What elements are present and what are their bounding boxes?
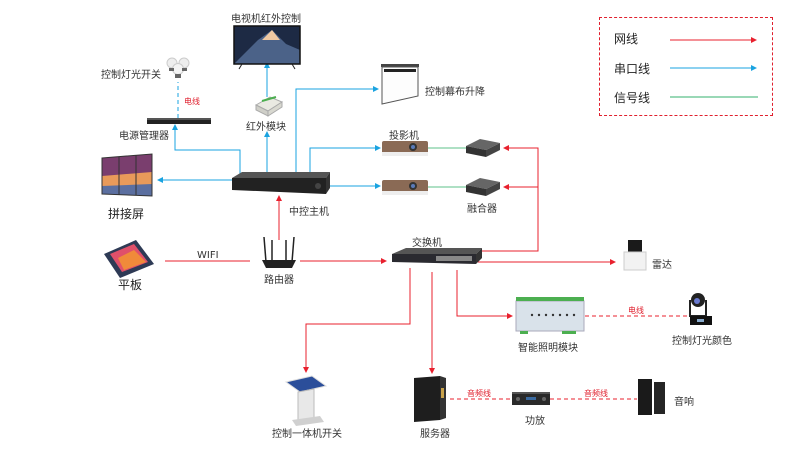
legend-label-serial: 串口线 [614,62,651,76]
label-kiosk: 控制一体机开关 [272,429,342,440]
network-switch-icon [392,248,482,264]
legend-label-network: 网线 [614,32,639,46]
label-video-wall: 拼接屏 [108,207,145,221]
label-screen: 控制幕布升降 [425,87,485,98]
edge-label-power-2: 电线 [628,306,644,315]
edge-label-wifi: WIFI [197,250,219,261]
ir-module-icon [254,96,284,117]
server-icon [414,376,446,422]
projector-icon-2 [382,180,428,195]
light-bulbs-icon [166,57,190,78]
wire-switch-blenders [480,145,539,252]
legend-swatches [670,37,758,98]
wire-switch-kiosk [303,268,411,373]
amplifier-icon [512,392,550,405]
tv-icon [233,25,301,70]
label-ir-module: 红外模块 [246,122,286,133]
edge-label-power-1: 电线 [184,97,200,106]
lighting-module-icon [515,297,585,334]
blender-icon-2 [466,178,500,196]
video-wall-icon [101,153,153,197]
legend-label-signal: 信号线 [614,91,651,105]
network-lines [165,145,616,374]
projection-screen-icon [381,64,419,105]
wire-controller-screen [295,86,379,175]
radar-icon [623,240,647,271]
label-router: 路由器 [264,275,294,286]
label-lighting-module: 智能照明模块 [518,343,578,354]
wire-controller-projector1 [309,145,381,175]
label-controller: 中控主机 [289,207,329,218]
label-blender: 融合器 [467,204,497,215]
label-projector: 投影机 [389,131,419,142]
label-tablet: 平板 [118,278,143,292]
central-controller-icon [232,172,330,194]
edge-label-audio-2: 音频线 [584,389,608,398]
label-amplifier: 功放 [525,416,545,427]
moving-head-light-icon [689,293,712,325]
serial-lines [157,62,381,189]
router-icon [262,236,296,268]
label-switch: 交换机 [412,238,442,249]
speakers-icon [638,379,665,415]
label-tv: 电视机红外控制 [231,14,301,25]
legend: 网线 串口线 信号线 [599,17,773,116]
power-manager-icon [147,118,211,124]
edge-label-audio-1: 音频线 [467,389,491,398]
label-moving-light: 控制灯光颜色 [672,336,732,347]
tablet-icon [104,240,154,278]
label-speaker: 音响 [674,397,694,408]
signal-lines [428,147,466,188]
wire-switch-lighting [456,270,513,319]
label-light-switch: 控制灯光开关 [101,70,161,81]
projector-icon-1 [382,141,428,156]
wire-controller-powermanager [172,124,241,178]
dashed-lines [177,82,688,400]
label-server: 服务器 [420,429,450,440]
label-power-manager: 电源管理器 [119,131,169,142]
kiosk-icon [284,375,328,426]
label-radar: 雷达 [652,260,672,271]
blender-icon-1 [466,139,500,157]
